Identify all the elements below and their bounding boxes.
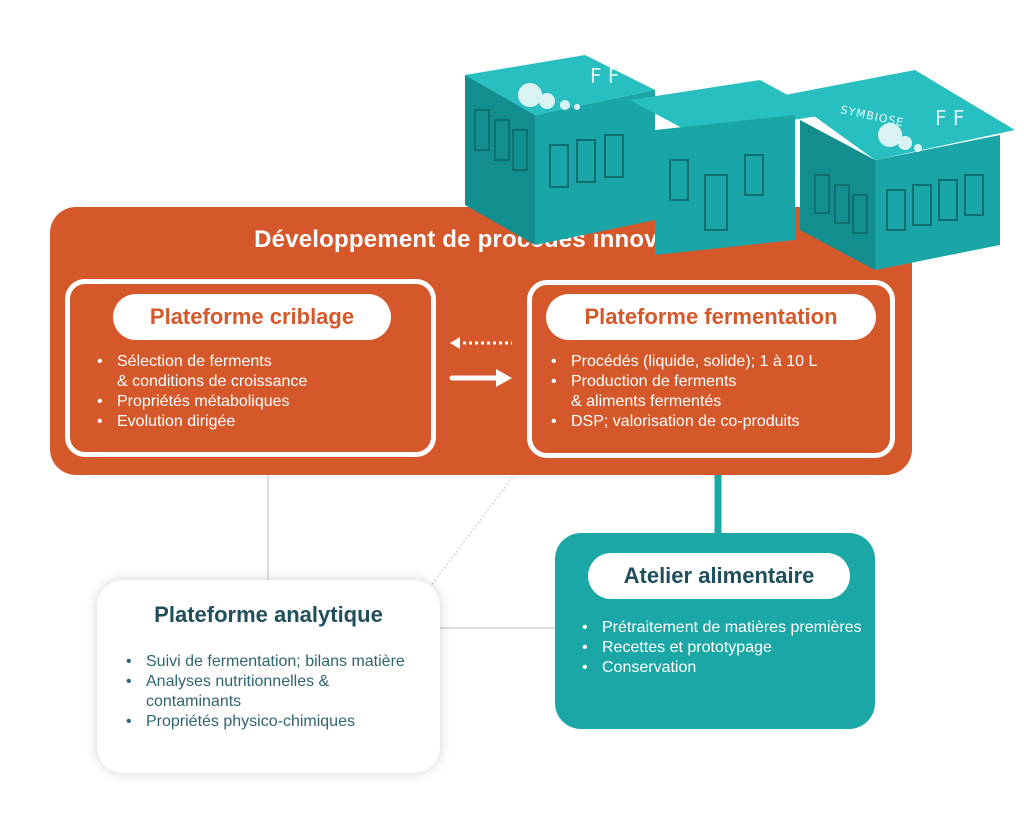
list-item: Propriétés métaboliques (91, 392, 411, 412)
building-illustration: F F F F SYMBIOSE (465, 55, 1015, 270)
list-item: DSP; valorisation de co-produits (545, 412, 885, 432)
fermentation-panel (527, 280, 895, 458)
analytique-title: Plateforme analytique (154, 602, 383, 627)
list-item: Analyses nutritionnelles & contaminants (120, 672, 420, 712)
list-item: Propriétés physico-chimiques (120, 712, 420, 732)
atelier-list: Prétraitement de matières premières Rece… (576, 618, 866, 678)
atelier-title: Atelier alimentaire (588, 553, 850, 599)
building-right-roof (785, 70, 1015, 160)
list-item: Sélection de ferments & conditions de cr… (91, 352, 411, 392)
criblage-list: Sélection de ferments & conditions de cr… (91, 352, 411, 432)
list-item: Evolution dirigée (91, 412, 411, 432)
building-right-front (875, 135, 1000, 270)
building-middle-front (655, 115, 795, 255)
logo-ff-icon-2: F F (935, 106, 964, 130)
building-left-roof (465, 55, 655, 115)
criblage-title: Plateforme criblage (113, 294, 391, 340)
list-item: Production de ferments & aliments fermen… (545, 372, 885, 412)
building-windows (474, 109, 984, 234)
dotted-arrow-left-icon (450, 337, 512, 349)
fermentation-list: Procédés (liquide, solide); 1 à 10 L Pro… (545, 352, 885, 432)
connector-fermentation-analytique (427, 457, 528, 591)
analytique-list: Suivi de fermentation; bilans matière An… (120, 652, 420, 732)
fermentation-title: Plateforme fermentation (546, 294, 876, 340)
list-item: Recettes et prototypage (576, 638, 866, 658)
development-title: Développement de procédés innovants (254, 226, 708, 253)
logo-ff-icon: F F (590, 64, 619, 88)
list-item: Prétraitement de matières premières (576, 618, 866, 638)
list-item: Procédés (liquide, solide); 1 à 10 L (545, 352, 885, 372)
list-item: Conservation (576, 658, 866, 678)
logo-blob-icon (518, 83, 922, 152)
criblage-panel (65, 279, 436, 457)
arrow-right-icon (449, 369, 512, 387)
list-item: Suivi de fermentation; bilans matière (120, 652, 420, 672)
